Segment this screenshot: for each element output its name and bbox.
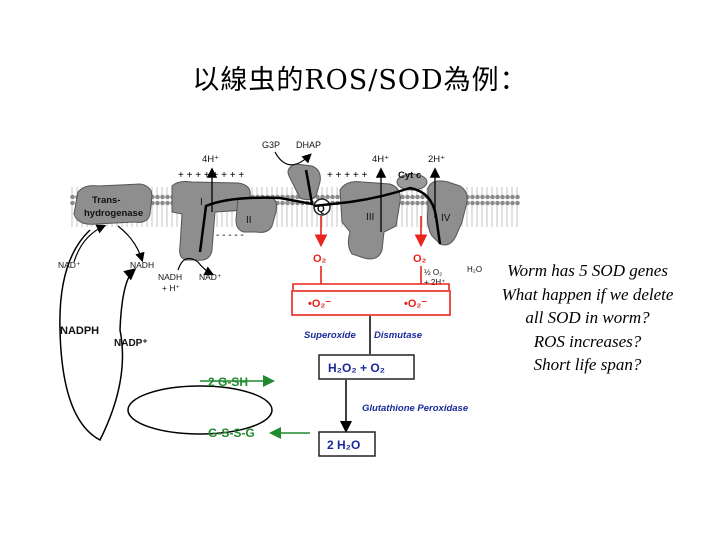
superoxide-right-label: •O₂⁻ (404, 298, 427, 310)
transhydrogenase-complex (73, 183, 153, 225)
glutathione-cycle (127, 385, 273, 435)
complex-i-nadh-arrow (177, 257, 215, 276)
q-pool (313, 198, 331, 216)
note-line-3: all SOD in worm? (525, 308, 650, 327)
h2o2-box (318, 354, 415, 380)
nadp-label: NADP⁺ (114, 338, 148, 349)
superoxide-bracket (292, 283, 450, 290)
sod-label-1: Superoxide (304, 330, 356, 341)
note-line-4: ROS increases? (533, 331, 642, 351)
h2o-box (318, 431, 376, 457)
g3p-dhap-arrow (274, 151, 312, 166)
nadh-top-label: NADH (130, 260, 154, 270)
gsh-label: 2 G-SH (208, 375, 248, 389)
nadh-h-label-2: + H⁺ (162, 283, 180, 293)
gpx-label: Glutathione Peroxidase (362, 403, 469, 414)
cytochrome-c (396, 173, 428, 191)
g3p-dehydrogenase (287, 163, 321, 201)
matrix-dashes: - - - - - (216, 230, 244, 241)
h2o-small-label: H₂O (467, 265, 482, 274)
transhydrogenase-label-1: Trans- (92, 195, 121, 206)
note-line-5: Short life span? (533, 355, 642, 374)
complex-i-label: I (200, 197, 203, 208)
complex-i (171, 181, 251, 261)
h2o2-o2-label: H₂O₂ + O₂ (328, 361, 385, 375)
complex-iv-label: IV (441, 213, 451, 224)
transhydrogenase-cycle-left (73, 224, 107, 263)
superoxide-left-label: •O₂⁻ (308, 298, 331, 310)
nadh-h-label-1: NADH (158, 272, 182, 282)
intermembrane-plus-signs-2: + + + + + (327, 170, 367, 181)
h2-right-label: 2H⁺ (428, 154, 445, 165)
half-o2-label: ½ O₂ (424, 268, 442, 277)
superoxide-box (291, 290, 451, 316)
dhap-label: DHAP (296, 140, 321, 150)
nad-mid-label: NAD⁺ (199, 272, 222, 282)
nadph-label: NADPH (60, 325, 99, 337)
electron-flow-path (198, 169, 442, 253)
o2-right-label: O₂ (413, 253, 427, 265)
note-line-1: Worm has 5 SOD genes (507, 261, 668, 280)
nadph-regeneration-cycle (59, 229, 137, 442)
slide-title: 以線虫的ROS/SOD為例： (192, 65, 528, 96)
transhydrogenase-label-2: hydrogenase (84, 208, 143, 219)
nad-left-label: NAD⁺ (58, 260, 81, 270)
transhydrogenase-cycle-right (117, 225, 145, 263)
complex-ii (235, 197, 277, 233)
notes-text: Worm has 5 SOD genes What happen if we d… (470, 259, 705, 377)
o2-left-label: O₂ (313, 253, 327, 265)
superoxide-connector (320, 266, 422, 284)
g3p-label: G3P (262, 140, 280, 150)
cytc-label: Cyt c (398, 170, 421, 181)
q-label: Q (317, 204, 325, 215)
complex-iii-label: III (366, 212, 374, 223)
note-line-2: What happen if we delete (501, 284, 674, 304)
h4-left-label: 4H⁺ (202, 154, 219, 165)
h2o-final-label: 2 H₂O (327, 438, 360, 452)
intermembrane-plus-signs: + + + + + + + + (178, 170, 244, 181)
complex-ii-label: II (246, 215, 252, 226)
h4-right-label: 4H⁺ (372, 154, 389, 165)
sod-label-2: Dismutase (374, 330, 423, 341)
gssg-label: G-S-S-G (208, 426, 255, 440)
plus-2h-label: + 2H⁺ (424, 278, 445, 287)
